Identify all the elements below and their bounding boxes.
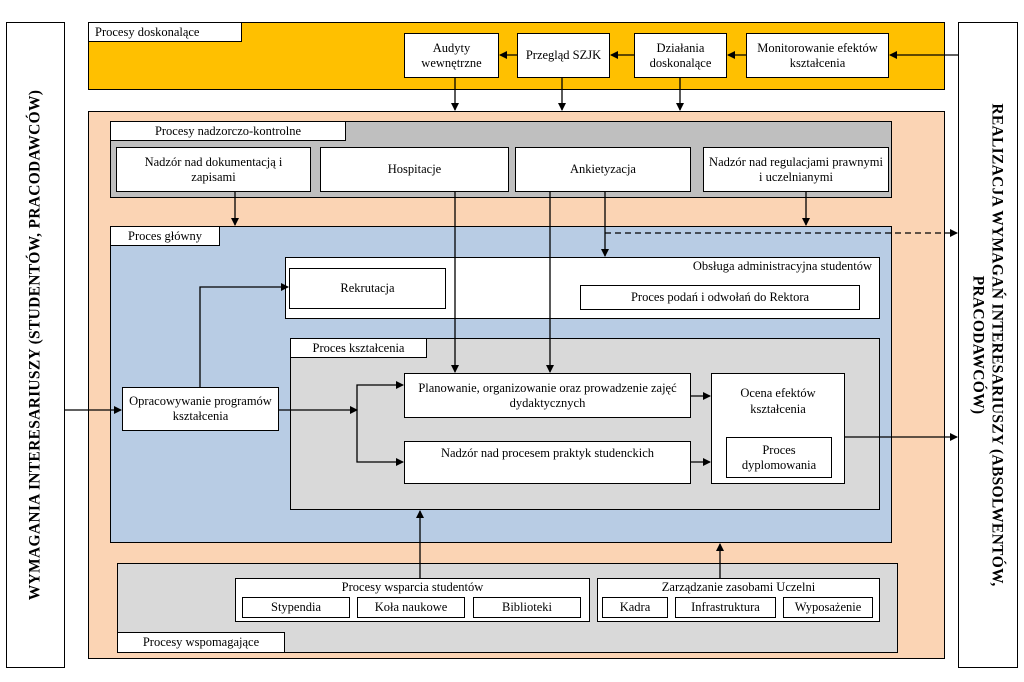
right-stakeholder-label-line2: PRACODAWCÓW) (969, 275, 986, 415)
student-support-title: Procesy wsparcia studentów (341, 580, 484, 594)
left-stakeholder-panel (6, 22, 65, 668)
podania-box: Proces podań i odwołań do Rektora (580, 285, 860, 310)
right-stakeholder-panel (958, 22, 1018, 668)
education-process-title: Proces kształcenia (290, 338, 427, 358)
przeglad-box: Przegląd SZJK (517, 33, 610, 78)
audyty-box: Audyty wewnętrzne (404, 33, 499, 78)
right-stakeholder-label-line1: REALIZACJA WYMAGAŃ INTERESARIUSZY (ABSOL… (988, 103, 1006, 587)
dzialania-box: Działania doskonalące (634, 33, 727, 78)
nadzor-dokumentacja-box: Nadzór nad dokumentacją i zapisami (116, 147, 311, 192)
resource-management-title: Zarządzanie zasobami Uczelni (661, 580, 816, 594)
improvement-processes-title: Procesy doskonalące (88, 22, 242, 42)
right-stakeholder-label: REALIZACJA WYMAGAŃ INTERESARIUSZY (ABSOL… (968, 103, 1007, 586)
opracowywanie-box: Opracowywanie programów kształcenia (122, 387, 279, 431)
infrastruktura-box: Infrastruktura (675, 597, 776, 618)
supervisory-processes-title: Procesy nadzorczo-kontrolne (110, 121, 346, 141)
planowanie-box: Planowanie, organizowanie oraz prowadzen… (404, 373, 691, 418)
dyplomowanie-box: Proces dyplomowania (726, 437, 832, 478)
support-processes-title: Procesy wspomagające (117, 632, 285, 653)
ocena-efektow-label: Ocena efektów kształcenia (740, 386, 816, 416)
ankietyzacja-box: Ankietyzacja (515, 147, 691, 192)
obsluga-administracyjna-label: Obsługa administracyjna studentów (692, 259, 872, 273)
left-stakeholder-label: WYMAGANIA INTERESARIUSZY (STUDENTÓW, PRA… (26, 89, 44, 601)
stypendia-box: Stypendia (242, 597, 350, 618)
nadzor-regulacje-box: Nadzór nad regulacjami prawnymi i uczeln… (703, 147, 889, 192)
kola-naukowe-box: Koła naukowe (357, 597, 465, 618)
wyposazenie-box: Wyposażenie (783, 597, 873, 618)
hospitacje-box: Hospitacje (320, 147, 509, 192)
main-process-title: Proces główny (110, 226, 220, 246)
rekrutacja-box: Rekrutacja (289, 268, 446, 309)
biblioteki-box: Biblioteki (473, 597, 581, 618)
monitorowanie-box: Monitorowanie efektów kształcenia (746, 33, 889, 78)
nadzor-praktyk-box: Nadzór nad procesem praktyk studenckich (404, 441, 691, 484)
kadra-box: Kadra (602, 597, 668, 618)
